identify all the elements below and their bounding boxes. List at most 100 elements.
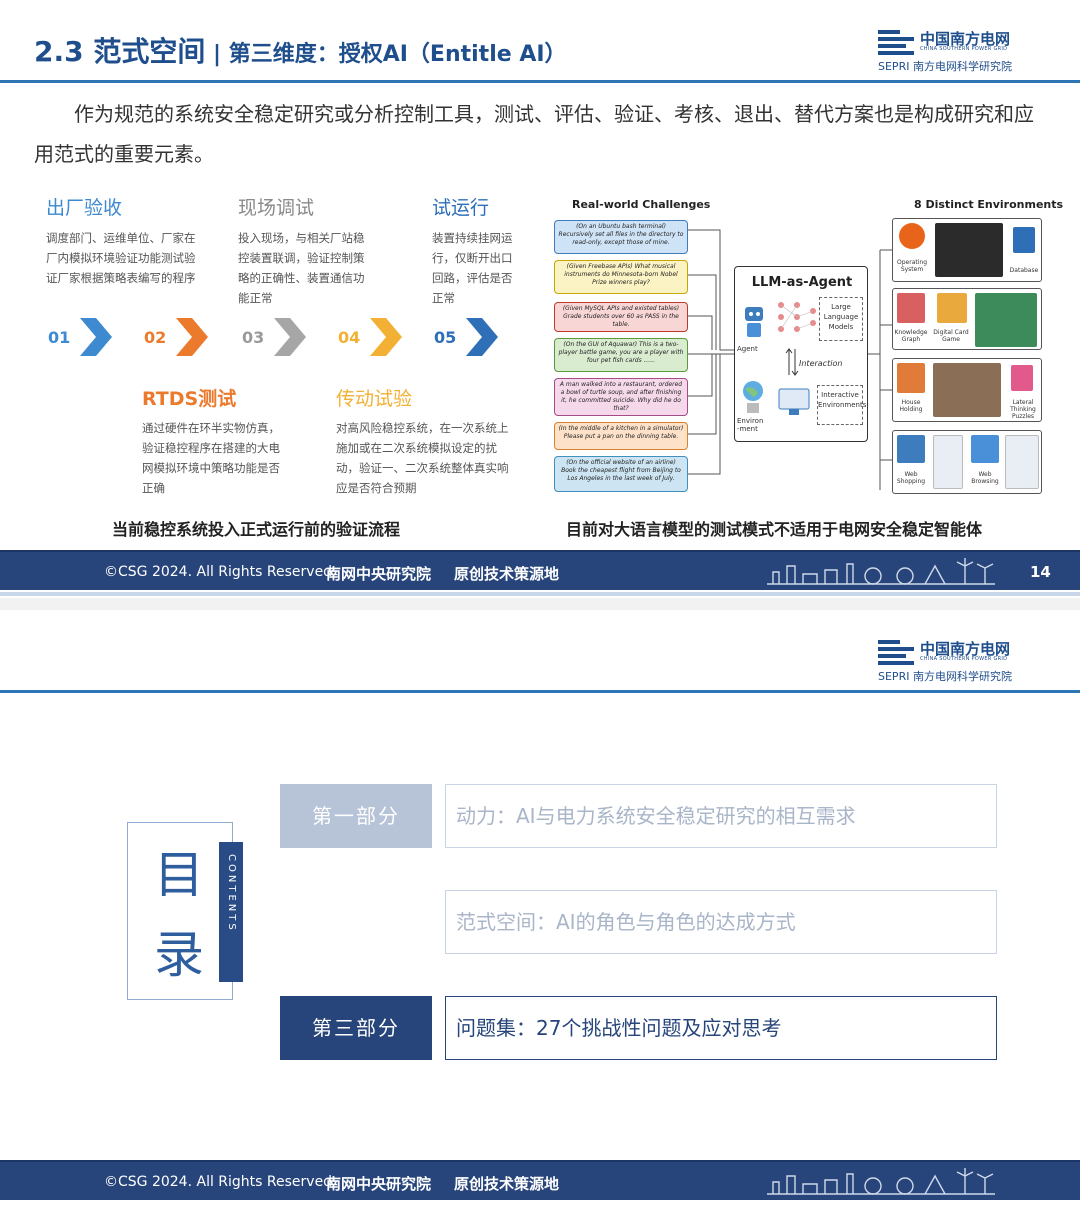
footer-copyright: ©CSG 2024. All Rights Reserved bbox=[104, 1174, 333, 1190]
csg-logo: 中国南方电网 CHINA SOUTHERN POWER GRID SEPRI 南… bbox=[878, 28, 1038, 74]
environment-label: Environ -ment bbox=[737, 417, 764, 433]
web-screenshot bbox=[1005, 435, 1039, 489]
challenge-card-game: (On the GUI of Aquawar) This is a two-pl… bbox=[554, 338, 688, 372]
env-house-label: House Holding bbox=[899, 399, 923, 413]
challenge-kg: (Given Freebase APIs) What musical instr… bbox=[554, 260, 688, 294]
step-2-desc: 通过硬件在环半实物仿真，验证稳控程序在搭建的大电网模拟环境中策略功能是否正确 bbox=[142, 421, 280, 495]
header-rule bbox=[0, 690, 1080, 693]
env-os-label: Operating System bbox=[897, 259, 927, 273]
challenge-db: (Given MySQL APIs and existed tables) Gr… bbox=[554, 302, 688, 332]
step-3-desc: 投入现场，与相关厂站稳控装置联调，验证控制策略的正确性、装置通信功能正常 bbox=[238, 231, 365, 305]
step-2-title: RTDS测试 bbox=[142, 388, 237, 410]
footer-org: 南网中央研究院 bbox=[326, 1175, 432, 1193]
csg-logo-icon bbox=[878, 30, 914, 55]
robot-icon bbox=[745, 307, 763, 337]
footer: ©CSG 2024. All Rights Reserved 南网中央研究院 原… bbox=[0, 550, 1080, 596]
logo-cn: 中国南方电网 bbox=[920, 30, 1011, 48]
footer-strip bbox=[0, 592, 1080, 596]
logo-org: SEPRI 南方电网科学研究院 bbox=[878, 670, 1012, 683]
interaction-arrows-icon bbox=[785, 348, 799, 376]
agent-label: Agent bbox=[737, 345, 758, 353]
monitor-icon bbox=[778, 388, 810, 415]
logo-org: SEPRI 南方电网科学研究院 bbox=[878, 60, 1012, 73]
env-row-1: Operating System Database bbox=[892, 218, 1042, 282]
step-1-badge: 01 bbox=[46, 316, 114, 358]
skyline-icon bbox=[767, 558, 995, 585]
env-card-label: Digital Card Game bbox=[933, 329, 969, 343]
llm-label: Large Language Models bbox=[819, 297, 863, 341]
env-puzzle-label: Lateral Thinking Puzzles bbox=[1010, 399, 1036, 420]
challenge-web: (On the official website of an airline) … bbox=[554, 456, 688, 492]
interaction-label: Interaction bbox=[799, 359, 843, 368]
knowledge-graph-icon bbox=[897, 293, 925, 323]
step-1-desc: 调度部门、运维单位、厂家在厂内模拟环境验证功能测试验证厂家根据策略表编写的程序 bbox=[46, 231, 196, 285]
contents-heading-box: 目 录 bbox=[127, 822, 233, 1000]
step-1-title: 出厂验收 bbox=[46, 197, 123, 219]
title-main: 2.3 范式空间 bbox=[34, 35, 206, 68]
step-4-desc: 对高风险稳控系统，在一次系统上施加或在二次系统模拟设定的扰动，验证一、二次系统整… bbox=[336, 421, 509, 495]
browser-icon bbox=[971, 435, 999, 463]
database-icon bbox=[1013, 227, 1035, 253]
step-5-desc: 装置持续挂网运行，仅断开出口回路，评估是否正常 bbox=[432, 231, 513, 305]
chevron-right-icon bbox=[466, 318, 498, 356]
step-3-title: 现场调试 bbox=[238, 197, 315, 219]
section-2-text[interactable]: 范式空间：AI的角色与角色的达成方式 bbox=[445, 890, 997, 954]
section-1-text[interactable]: 动力：AI与电力系统安全稳定研究的相互需求 bbox=[445, 784, 997, 848]
section-3-label[interactable]: 第三部分 bbox=[280, 996, 432, 1060]
challenge-os: (On an Ubuntu bash terminal) Recursively… bbox=[554, 220, 688, 254]
house-icon bbox=[897, 363, 925, 393]
step-5-badge: 05 bbox=[432, 316, 500, 358]
slide-separator bbox=[0, 598, 1080, 610]
env-db-label: Database bbox=[1009, 267, 1039, 274]
contents-char-2: 录 bbox=[154, 926, 204, 984]
neural-network-icon bbox=[778, 302, 816, 332]
title-subtitle: 第三维度：授权AI（Entitle AI） bbox=[228, 42, 567, 67]
shop-screenshot bbox=[933, 435, 963, 489]
section-3-text[interactable]: 问题集：27个挑战性问题及应对思考 bbox=[445, 996, 997, 1060]
agent-box-title: LLM-as-Agent bbox=[751, 275, 853, 290]
terminal-screenshot bbox=[935, 223, 1003, 277]
slide-contents: 中国南方电网 CHINA SOUTHERN POWER GRID SEPRI 南… bbox=[0, 610, 1080, 1218]
caption-left: 当前稳控系统投入正式运行前的验证流程 bbox=[112, 520, 401, 539]
logo-en: CHINA SOUTHERN POWER GRID bbox=[920, 46, 1008, 52]
ubuntu-icon bbox=[899, 223, 925, 249]
contents-bar: CONTENTS bbox=[219, 842, 243, 982]
section-1-label[interactable]: 第一部分 bbox=[280, 784, 432, 848]
chevron-right-icon bbox=[176, 318, 208, 356]
puzzle-icon bbox=[1011, 365, 1033, 391]
logo-en: CHINA SOUTHERN POWER GRID bbox=[920, 656, 1008, 662]
connector-lines bbox=[688, 229, 892, 490]
slide-title: 2.3 范式空间 | 第三维度：授权AI（Entitle AI） bbox=[34, 30, 567, 70]
env-shopping-label: Web Shopping bbox=[896, 471, 926, 485]
footer-slogan: 原创技术策源地 bbox=[454, 1175, 560, 1193]
step-5-title: 试运行 bbox=[432, 197, 490, 219]
challenge-puzzle: A man walked into a restaurant, ordered … bbox=[554, 378, 688, 416]
env-row-4: Web Shopping Web Browsing bbox=[892, 430, 1042, 494]
figure-left-title: Real-world Challenges bbox=[572, 198, 711, 211]
env-row-3: House Holding Lateral Thinking Puzzles bbox=[892, 358, 1042, 422]
step-4-title: 传动试验 bbox=[336, 388, 413, 410]
title-separator: | bbox=[205, 42, 229, 67]
figure-right-title: 8 Distinct Environments bbox=[914, 198, 1064, 211]
interactive-env-label: Interactive Environments bbox=[817, 385, 866, 425]
footer-org: 南网中央研究院 bbox=[326, 565, 432, 583]
env-row-2: Knowledge Graph Digital Card Game bbox=[892, 288, 1042, 350]
env-kg-label: Knowledge Graph bbox=[894, 329, 928, 343]
chevron-right-icon bbox=[274, 318, 306, 356]
intro-paragraph: 作为规范的系统安全稳定研究或分析控制工具，测试、评估、验证、考核、退出、替代方案… bbox=[34, 102, 1034, 166]
step-3-badge: 03 bbox=[240, 316, 308, 358]
csg-logo-icon bbox=[878, 640, 914, 665]
page-number: 14 bbox=[1030, 563, 1051, 581]
logo-cn: 中国南方电网 bbox=[920, 640, 1011, 658]
step-2-badge: 02 bbox=[142, 316, 210, 358]
csg-logo: 中国南方电网 CHINA SOUTHERN POWER GRID SEPRI 南… bbox=[878, 638, 1038, 684]
footer-slogan: 原创技术策源地 bbox=[454, 565, 560, 583]
llm-as-agent-box: LLM-as-Agent Agent Large Language Models… bbox=[734, 266, 868, 442]
caption-right: 目前对大语言模型的测试模式不适用于电网安全稳定智能体 bbox=[566, 520, 983, 539]
footer-copyright: ©CSG 2024. All Rights Reserved bbox=[104, 564, 333, 580]
footer: ©CSG 2024. All Rights Reserved 南网中央研究院 原… bbox=[0, 1160, 1080, 1200]
env-browsing-label: Web Browsing bbox=[971, 471, 999, 485]
step-4-badge: 04 bbox=[336, 316, 404, 358]
chevron-right-icon bbox=[80, 318, 112, 356]
globe-icon bbox=[743, 381, 763, 413]
